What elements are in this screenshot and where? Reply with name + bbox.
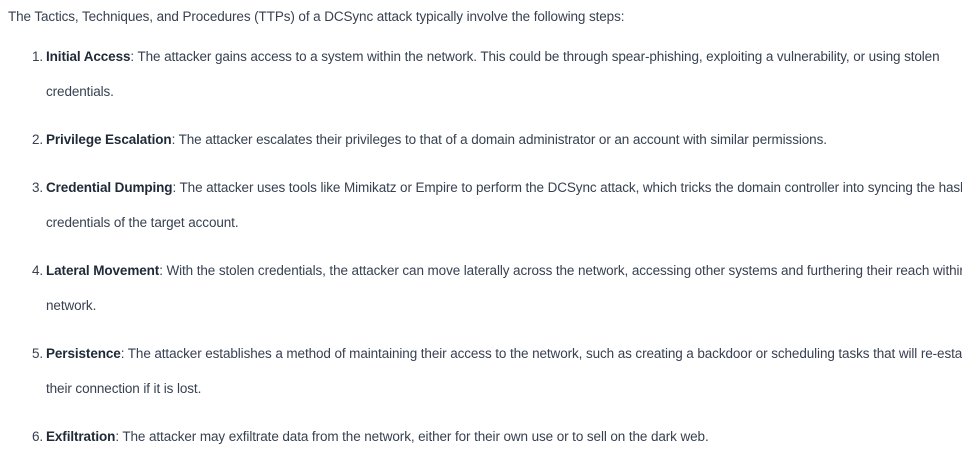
document-page: The Tactics, Techniques, and Procedures … xyxy=(8,9,962,444)
list-item-term: Credential Dumping xyxy=(46,180,173,195)
list-item-number: 4. xyxy=(32,263,44,278)
list-item-term: Exfiltration xyxy=(46,429,116,444)
list-item-term: Privilege Escalation xyxy=(46,132,172,147)
list-item-term: Initial Access xyxy=(46,49,131,64)
list-item-initial-access: 1. Initial Access: The attacker gains ac… xyxy=(8,39,962,109)
list-item-number: 2. xyxy=(32,132,44,147)
list-item-text: : The attacker may exfiltrate data from … xyxy=(115,429,709,444)
list-item-credential-dumping: 3. Credential Dumping: The attacker uses… xyxy=(8,170,962,240)
list-item-privilege-escalation: 2. Privilege Escalation: The attacker es… xyxy=(8,122,962,157)
list-item-persistence: 5. Persistence: The attacker establishes… xyxy=(8,336,962,406)
list-item-lateral-movement: 4. Lateral Movement: With the stolen cre… xyxy=(8,253,962,323)
list-item-number: 3. xyxy=(32,180,44,195)
list-item-text: : With the stolen credentials, the attac… xyxy=(46,263,962,313)
list-item-text: : The attacker escalates their privilege… xyxy=(171,132,827,147)
list-item-number: 6. xyxy=(32,429,44,444)
list-item-number: 1. xyxy=(32,49,44,64)
list-item-text: : The attacker gains access to a system … xyxy=(46,49,940,99)
intro-paragraph: The Tactics, Techniques, and Procedures … xyxy=(8,9,625,24)
list-item-text: : The attacker uses tools like Mimikatz … xyxy=(46,180,962,230)
list-item-term: Persistence xyxy=(46,346,121,361)
list-item-term: Lateral Movement xyxy=(46,263,160,278)
list-item-exfiltration: 6. Exfiltration: The attacker may exfilt… xyxy=(8,419,962,454)
list-item-number: 5. xyxy=(32,346,44,361)
list-item-text: : The attacker establishes a method of m… xyxy=(46,346,962,396)
